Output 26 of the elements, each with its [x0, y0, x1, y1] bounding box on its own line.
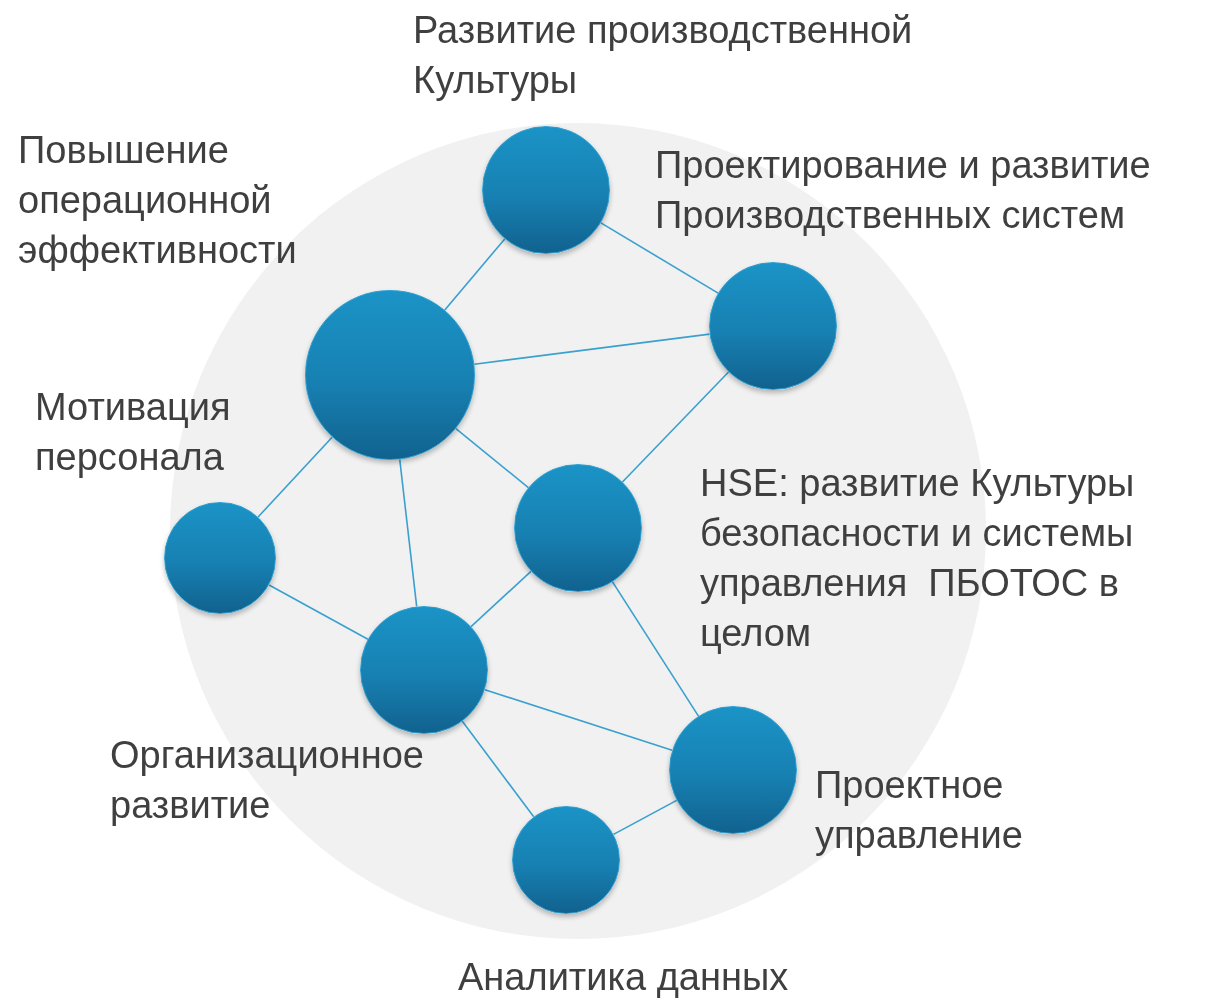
- connector-line: [621, 371, 730, 483]
- node-circle: [514, 464, 642, 592]
- connector-line: [268, 584, 369, 640]
- node-label: Проектирование и развитие Производственных систем: [655, 143, 1152, 238]
- node-label: Повышение операционной эффективности: [18, 128, 298, 273]
- node-circle: [360, 606, 488, 734]
- node-label: Организационное развитие: [110, 733, 425, 828]
- node-circle: [482, 126, 610, 254]
- connector-line: [455, 427, 530, 489]
- connector-line: [398, 458, 418, 608]
- node-circle: [512, 806, 620, 914]
- connector-line: [611, 581, 700, 717]
- node-label: Развитие производственной Культуры: [413, 8, 914, 103]
- node-label: HSE: развитие Культуры безопасности и системы управления ПБОТОС в целом: [700, 461, 1136, 656]
- connector-line: [257, 436, 333, 518]
- node-label: Мотивация персонала: [35, 385, 232, 480]
- connector-line: [600, 222, 719, 294]
- connector-line: [444, 238, 506, 311]
- connector-line: [612, 799, 678, 836]
- node-label: Проектное управление: [815, 763, 1024, 858]
- connector-line: [470, 570, 532, 628]
- connector-line: [461, 720, 535, 818]
- node-label: Аналитика данных: [458, 955, 790, 1000]
- connector-line: [484, 688, 673, 752]
- node-circle: [164, 502, 276, 614]
- connector-line: [473, 333, 711, 365]
